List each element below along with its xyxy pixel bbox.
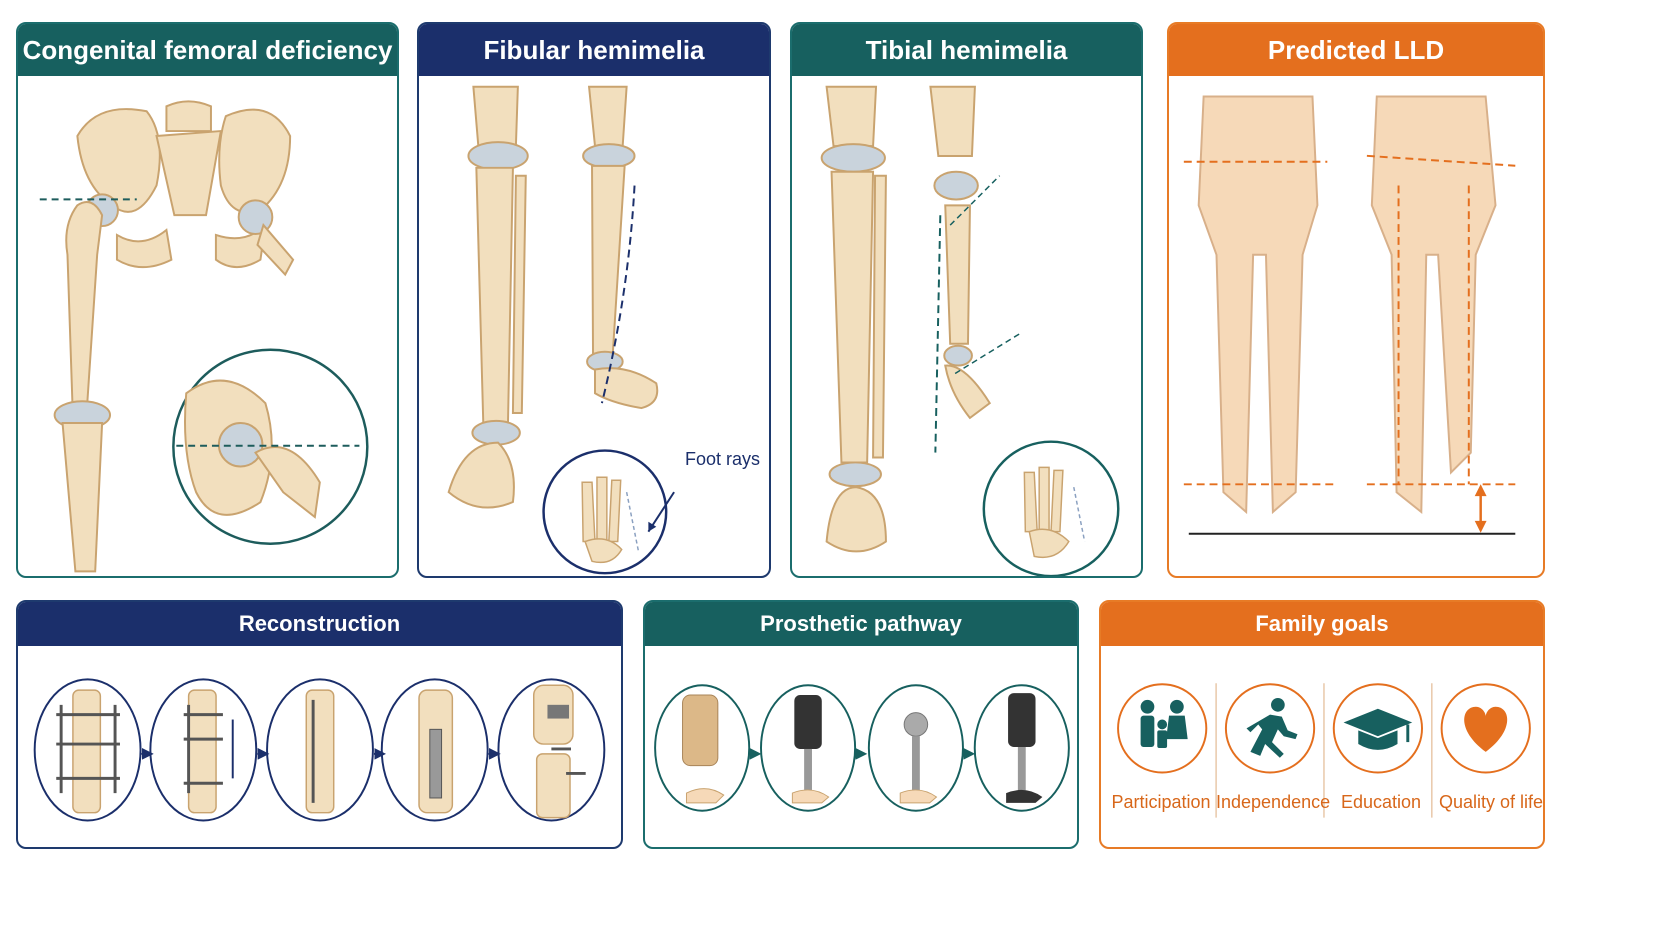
family-icon xyxy=(1140,699,1188,748)
lld-illustration xyxy=(1169,76,1543,576)
normal-knee xyxy=(467,141,529,171)
affected-tibia xyxy=(591,164,626,355)
normal-ankle xyxy=(828,461,882,488)
missing-ray-outline xyxy=(625,491,640,552)
panel-reconstruction: Reconstruction xyxy=(16,600,623,849)
absent-fibula-line xyxy=(600,185,636,404)
family-goals-icons xyxy=(1101,646,1543,847)
normal-knee xyxy=(820,143,886,173)
normal-tibia xyxy=(475,166,514,424)
goal-label-education: Education xyxy=(1340,792,1422,812)
goal-label-independence: Independence xyxy=(1216,792,1331,812)
panel-tibial-hemimelia: Tibial hemimelia xyxy=(790,22,1143,578)
panel-title: Reconstruction xyxy=(18,602,621,646)
running-person-icon xyxy=(1246,697,1298,758)
tibia xyxy=(61,421,104,573)
goal-label-quality-of-life: Quality of life xyxy=(1438,792,1544,812)
normal-femur xyxy=(825,85,878,148)
tibial-illustration xyxy=(792,76,1141,576)
panel-title: Congenital femoral deficiency xyxy=(18,24,397,76)
left-pubis xyxy=(115,228,173,269)
heart-icon xyxy=(1464,706,1508,752)
cfd-illustration xyxy=(18,76,397,576)
sacrum xyxy=(155,129,223,217)
panel-title: Predicted LLD xyxy=(1169,24,1543,76)
affected-knee xyxy=(582,143,636,169)
affected-ankle xyxy=(943,344,973,367)
right-pubis xyxy=(214,222,267,269)
prosthetic-steps xyxy=(645,646,1077,847)
panel-title: Tibial hemimelia xyxy=(792,24,1141,76)
foot-rays-label: Foot rays xyxy=(685,449,761,469)
figure-tilted xyxy=(1370,95,1497,515)
panel-congenital-femoral-deficiency: Congenital femoral deficiency xyxy=(16,22,399,578)
panel-family-goals: Family goals xyxy=(1099,600,1545,849)
panel-prosthetic-pathway: Prosthetic pathway xyxy=(643,600,1079,849)
affected-fibula xyxy=(944,204,971,345)
figure-level xyxy=(1197,95,1319,515)
panel-title: Family goals xyxy=(1101,602,1543,646)
normal-femur xyxy=(472,85,519,148)
zoom-femur-neck xyxy=(254,446,321,519)
normal-foot xyxy=(825,486,887,553)
affected-foot xyxy=(944,364,992,420)
normal-fibula xyxy=(511,174,527,414)
zoom-circle xyxy=(982,440,1120,576)
panel-fibular-hemimelia: Fibular hemimelia xyxy=(417,22,771,578)
absent-tibia-line xyxy=(934,215,942,453)
panel-title: Prosthetic pathway xyxy=(645,602,1077,646)
normal-tibia xyxy=(830,170,875,464)
affected-femur xyxy=(587,85,628,148)
panel-predicted-lld: Predicted LLD xyxy=(1167,22,1545,578)
affected-knee xyxy=(933,170,979,201)
left-ilium xyxy=(76,108,161,213)
affected-foot xyxy=(594,367,659,410)
goal-label-participation: Participation xyxy=(1111,792,1211,812)
graduation-cap-icon xyxy=(1343,708,1413,750)
panel-title: Fibular hemimelia xyxy=(419,24,769,76)
right-ilium xyxy=(218,108,292,214)
normal-ankle xyxy=(471,419,521,446)
vertebra xyxy=(165,100,212,133)
reconstruction-steps xyxy=(18,646,621,847)
fibular-illustration xyxy=(419,76,769,576)
affected-femur xyxy=(929,85,976,157)
normal-fibula xyxy=(872,174,887,459)
short-femur xyxy=(65,201,104,405)
normal-foot xyxy=(447,441,515,509)
right-femur-neck xyxy=(256,223,295,277)
